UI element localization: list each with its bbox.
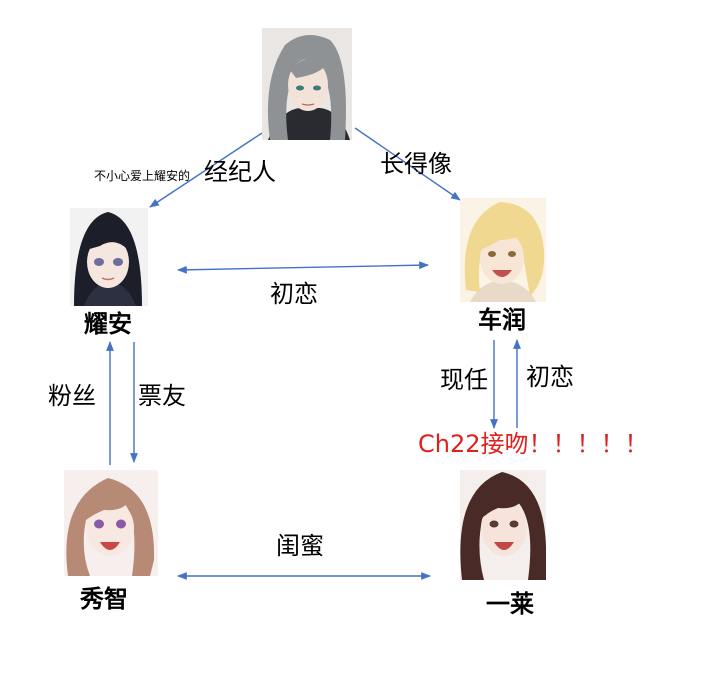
relation-first-love-right: 初恋 <box>526 363 574 391</box>
relation-manager: 经纪人 <box>204 158 276 186</box>
portrait-xiuzhi <box>64 470 158 576</box>
kiss-annotation: Ch22接吻！！！！！ <box>418 430 649 458</box>
name-cherun: 车润 <box>478 306 526 334</box>
arrow-yaoan-cherun-first-love <box>177 261 429 274</box>
arrow-top-to-yaoan <box>149 132 263 208</box>
portrait-cherun <box>460 198 546 302</box>
relation-bestie: 闺蜜 <box>276 532 324 560</box>
name-yaoan: 耀安 <box>84 310 132 338</box>
yilai-hair <box>460 472 546 580</box>
manager-note: 不小心爱上耀安的 <box>94 169 191 183</box>
xiuzhi-hair <box>66 478 155 576</box>
name-yilai: 一莱 <box>486 590 534 618</box>
portrait-top <box>262 28 352 140</box>
relation-fan: 粉丝 <box>48 382 96 410</box>
relation-current: 现任 <box>440 366 488 394</box>
arrows <box>106 127 521 580</box>
top-hair <box>267 35 346 140</box>
portrait-yaoan <box>70 208 148 306</box>
relation-first-love-top: 初恋 <box>270 280 318 308</box>
portrait-yilai <box>460 470 546 580</box>
relation-ticket-friend: 票友 <box>138 382 186 410</box>
name-xiuzhi: 秀智 <box>80 585 128 613</box>
relation-looks-like: 长得像 <box>380 150 452 178</box>
arrow-top-to-cherun <box>354 127 461 201</box>
